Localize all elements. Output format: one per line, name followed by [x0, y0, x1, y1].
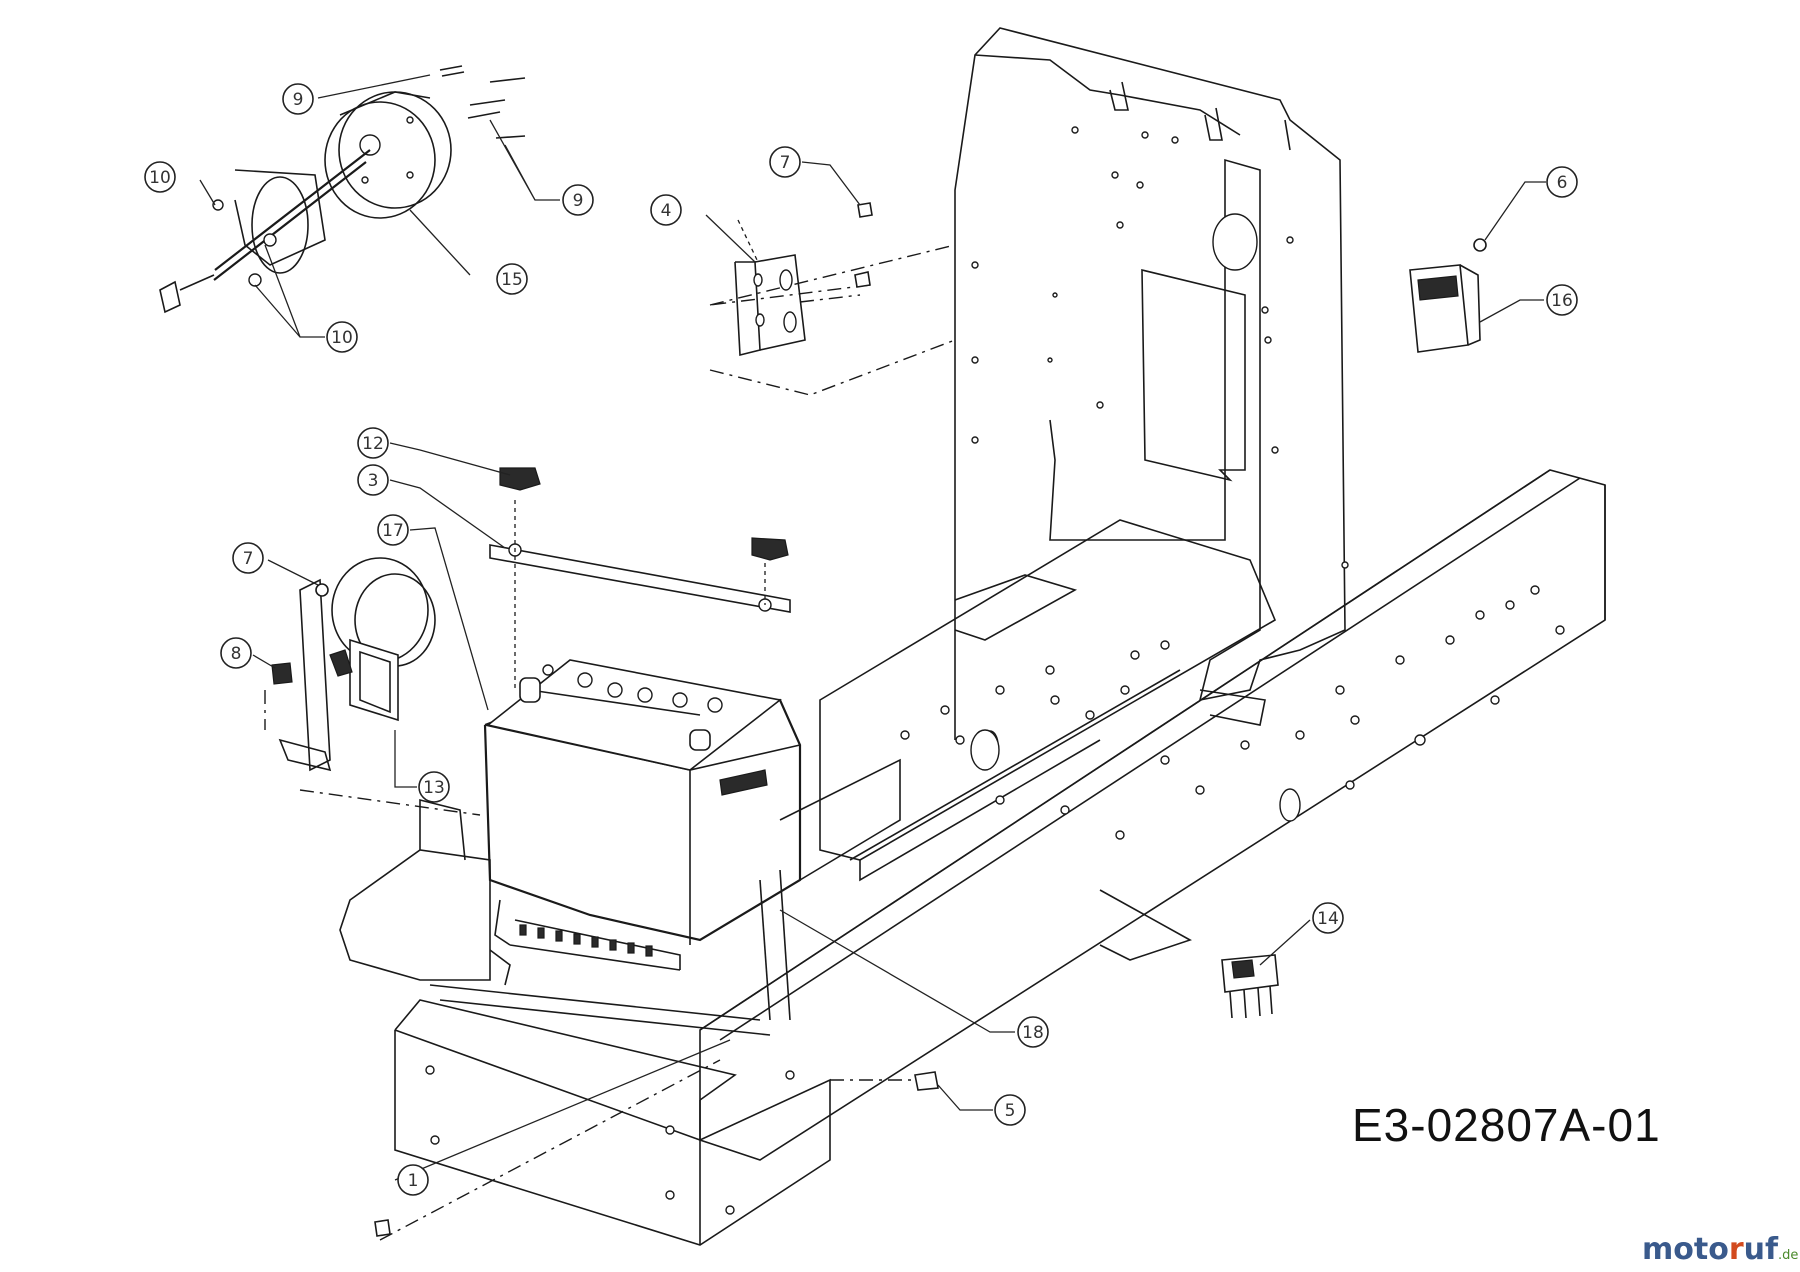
mount-bracket [709, 202, 956, 396]
callout-10-top-label: 10 [149, 168, 171, 188]
callout-7-left-label: 7 [243, 549, 254, 569]
callout-layer: 9 10 9 15 10 7 4 6 16 12 [144, 74, 1578, 1196]
motor-assembly [159, 91, 452, 314]
watermark-logo[interactable]: motoruf.de [1642, 1232, 1798, 1267]
bolt-5 [374, 1059, 939, 1241]
callout-16-label: 16 [1551, 291, 1573, 311]
watermark-part3: uf [1743, 1232, 1779, 1267]
callout-14-label: 14 [1317, 909, 1339, 929]
callout-10-bottom-label: 10 [331, 328, 353, 348]
relay-16 [1409, 238, 1487, 353]
callout-9-top-label: 9 [293, 90, 304, 110]
bolts-9 [439, 65, 526, 139]
tower-plate [954, 27, 1349, 740]
callout-4-label: 4 [661, 201, 672, 221]
callout-18-label: 18 [1022, 1023, 1044, 1043]
callout-7-top-label: 7 [780, 153, 791, 173]
callout-13-label: 13 [423, 778, 445, 798]
callout-1-label: 1 [408, 1171, 419, 1191]
battery-17 [299, 659, 802, 1036]
callout-9-top [282, 83, 314, 115]
callout-3-label: 3 [368, 471, 379, 491]
drawing-code: E3-02807A-01 [1352, 1099, 1661, 1151]
callout-5-label: 5 [1005, 1101, 1016, 1121]
callout-12-label: 12 [362, 434, 384, 454]
frame-rail [394, 469, 1606, 1246]
hold-down-bar [489, 467, 791, 690]
callout-8-label: 8 [231, 644, 242, 664]
callout-6-label: 6 [1557, 173, 1568, 193]
switch-14 [1221, 954, 1279, 1019]
callout-15-label: 15 [501, 270, 523, 290]
callout-17-label: 17 [382, 521, 404, 541]
watermark-part1: moto [1642, 1232, 1729, 1267]
horn-bracket [264, 557, 436, 772]
watermark-part4: .de [1778, 1248, 1799, 1263]
callout-9-right-label: 9 [573, 191, 584, 211]
watermark-part2: r [1728, 1232, 1744, 1267]
